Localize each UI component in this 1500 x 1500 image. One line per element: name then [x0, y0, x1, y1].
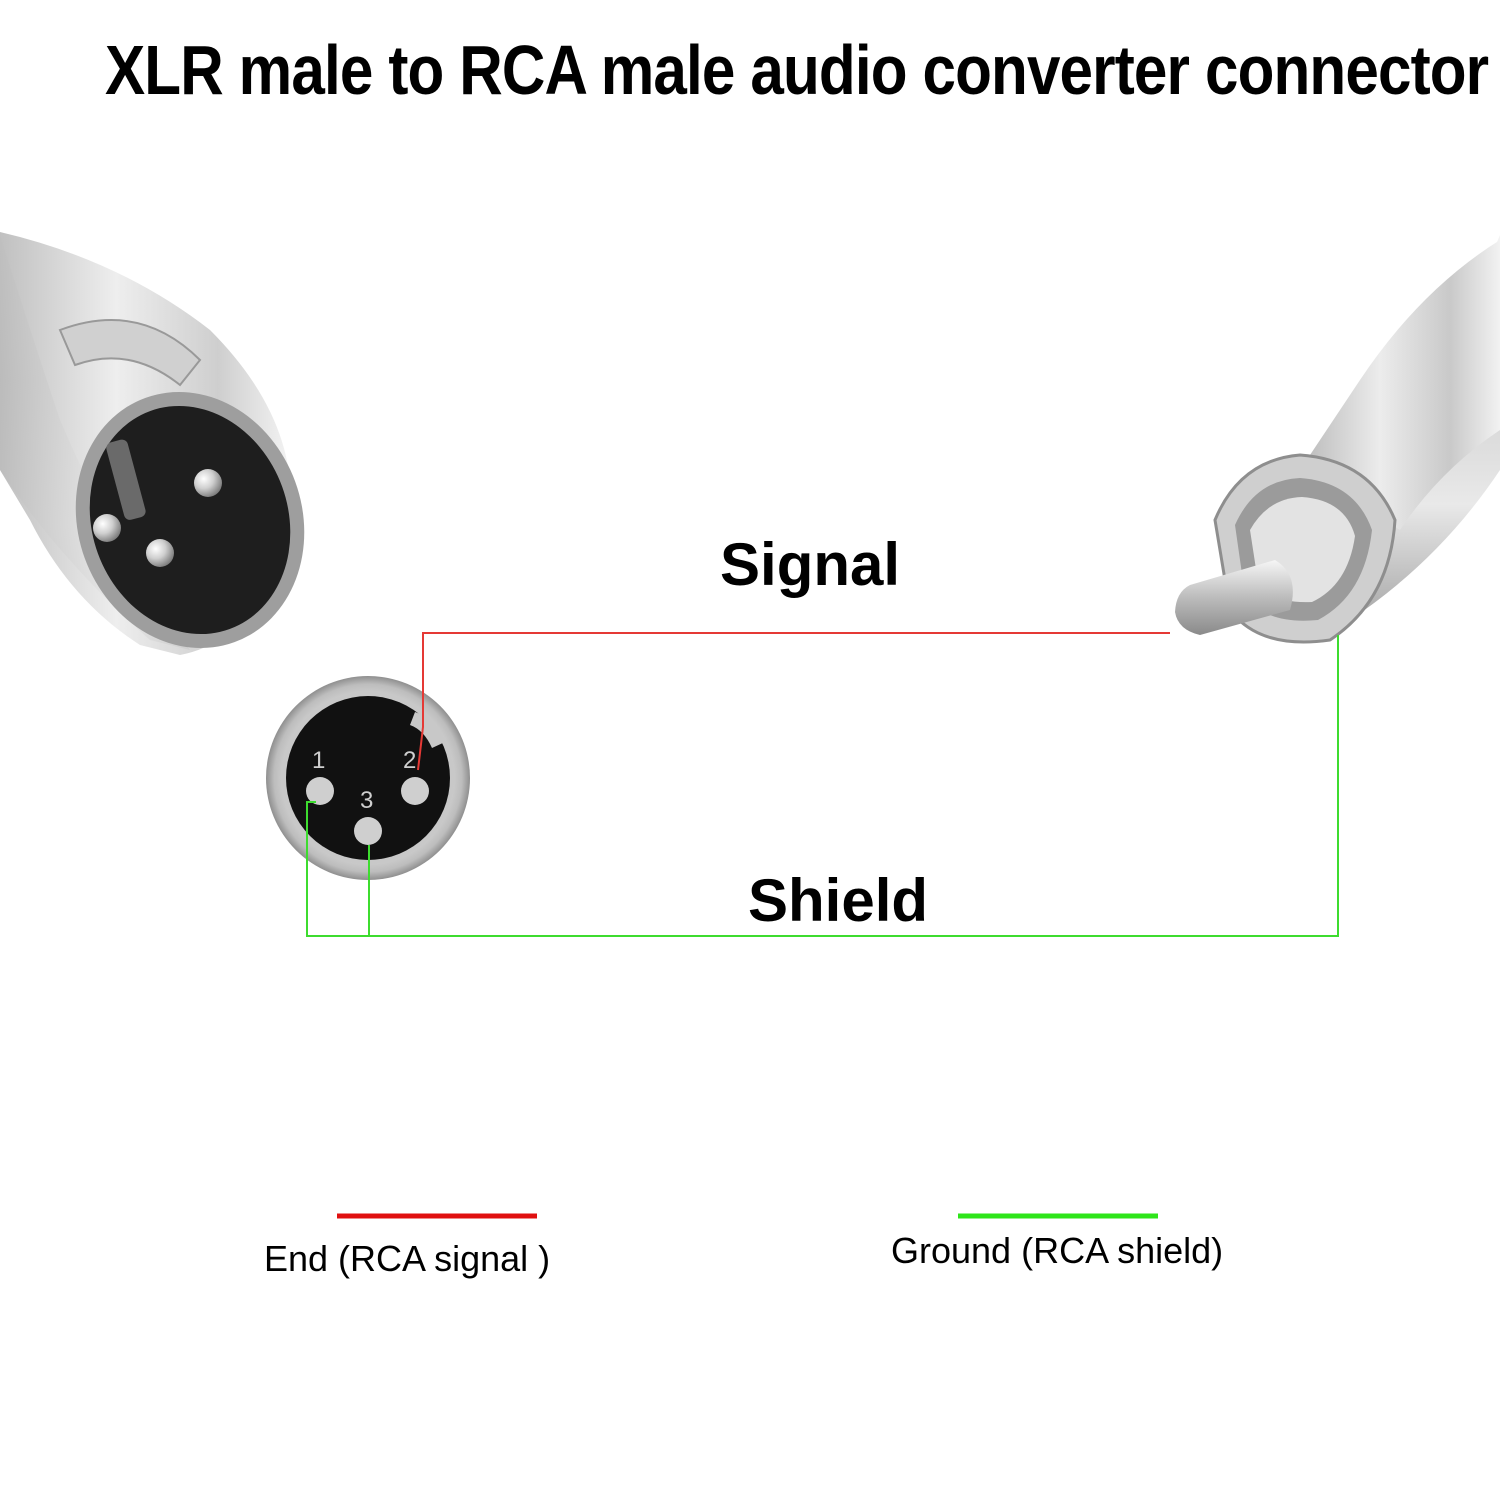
signal-label: Signal: [720, 531, 901, 598]
shield-wire: [306, 635, 1339, 937]
signal-wire: [417, 632, 1170, 771]
page-title: XLR male to RCA male audio converter con…: [105, 31, 1489, 109]
pin-3-contact: [354, 817, 382, 845]
pin-1-contact: [306, 777, 334, 805]
pin-3-number: 3: [360, 787, 373, 814]
pin-2-contact: [401, 777, 429, 805]
pin-1-number: 1: [312, 747, 325, 774]
legend-ground-label: Ground (RCA shield): [891, 1230, 1224, 1271]
xlr-pinout-face: 1 2 3: [266, 676, 470, 880]
rca-connector-icon: [1175, 235, 1500, 644]
xlr-connector-icon: [0, 232, 305, 655]
legend-signal-label: End (RCA signal ): [264, 1238, 551, 1279]
pin-2-number: 2: [403, 747, 416, 774]
shield-label: Shield: [748, 867, 929, 934]
